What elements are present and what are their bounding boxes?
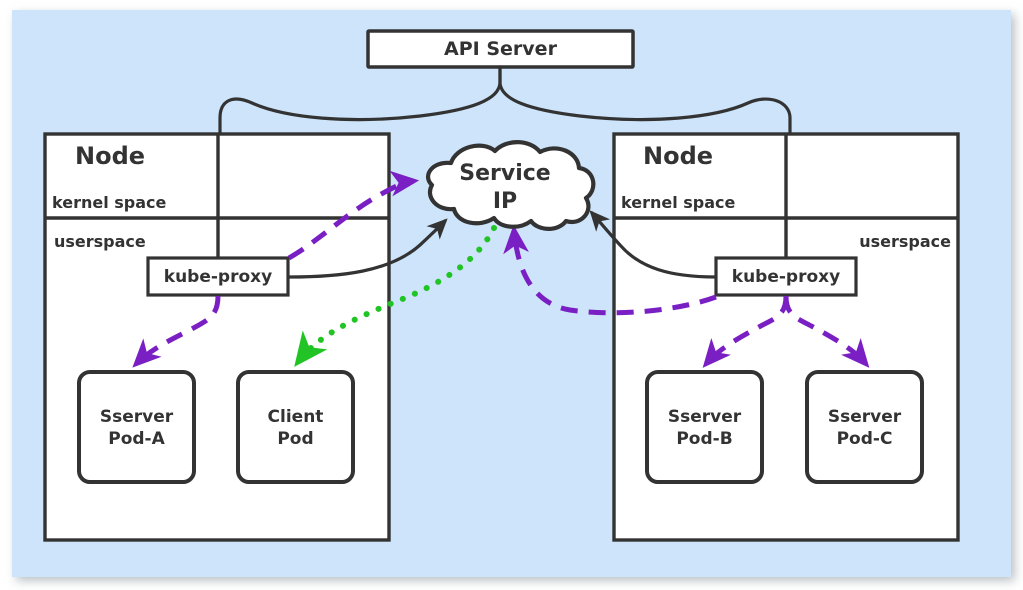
node-left-kube-proxy-rect	[146, 256, 290, 297]
connector-api-to-left-node	[218, 65, 502, 138]
pod-sserver-pod-c[interactable]: Sserver Pod-C	[805, 370, 924, 484]
node-right-userspace-label: userspace	[859, 232, 951, 251]
pod-client-pod-rect	[236, 370, 355, 484]
pod-sserver-pod-c-line1: Sserver	[828, 407, 902, 427]
arrow-right-proxy-to-pod-c	[783, 295, 870, 368]
node-right-kube-proxy[interactable]: kube-proxy	[714, 256, 858, 297]
pod-sserver-pod-b-line2: Pod-B	[676, 429, 732, 449]
pod-sserver-pod-a-line1: Sserver	[100, 407, 174, 427]
node-right-kube-proxy-rect	[714, 256, 858, 297]
service-ip-cloud[interactable]: Service IP	[425, 140, 596, 231]
arrow-left-proxy-watch-service	[287, 170, 420, 261]
arrow-left-proxy-to-service	[287, 218, 448, 279]
connector-api-to-right-node	[498, 65, 792, 138]
node-left-title: Node	[75, 142, 145, 170]
node-left[interactable]: Node kernel space userspace kube-proxy S…	[43, 132, 391, 542]
arrow-right-proxy-to-service	[589, 210, 718, 279]
node-right-title: Node	[643, 142, 713, 170]
pod-sserver-pod-a-line2: Pod-A	[108, 429, 165, 449]
pod-sserver-pod-b-line1: Sserver	[668, 407, 742, 427]
pod-client-pod-line2: Pod	[277, 429, 313, 449]
api-server-label: API Server	[444, 38, 558, 60]
pod-sserver-pod-c-line2: Pod-C	[837, 429, 893, 449]
arrow-service-to-client-pod	[294, 225, 497, 367]
pod-sserver-pod-a[interactable]: Sserver Pod-A	[77, 370, 196, 484]
pod-client-pod-line1: Client	[268, 407, 324, 427]
node-left-kube-proxy-label: kube-proxy	[164, 267, 272, 287]
arrow-left-proxy-to-pod-a	[132, 295, 221, 368]
pod-sserver-pod-a-rect	[77, 370, 196, 484]
pod-sserver-pod-b-rect	[645, 370, 764, 484]
pod-sserver-pod-c-rect	[805, 370, 924, 484]
arrow-right-proxy-to-pod-b	[702, 295, 789, 368]
node-right-kernel-space-label: kernel space	[621, 193, 736, 212]
pod-client-pod[interactable]: Client Pod	[236, 370, 355, 484]
api-server-box[interactable]: API Server	[366, 29, 635, 69]
node-left-userspace-label: userspace	[54, 232, 146, 251]
pod-sserver-pod-b[interactable]: Sserver Pod-B	[645, 370, 764, 484]
node-right-kube-proxy-label: kube-proxy	[732, 267, 840, 287]
node-left-kube-proxy[interactable]: kube-proxy	[146, 256, 290, 297]
arrow-right-proxy-watch-service	[503, 224, 717, 316]
service-ip-cloud-shape	[425, 140, 596, 231]
node-left-kernel-space-label: kernel space	[52, 193, 167, 212]
service-ip-line1: Service	[459, 161, 550, 186]
node-right[interactable]: Node kernel space userspace kube-proxy S…	[612, 132, 960, 542]
service-ip-line2: IP	[493, 189, 517, 214]
